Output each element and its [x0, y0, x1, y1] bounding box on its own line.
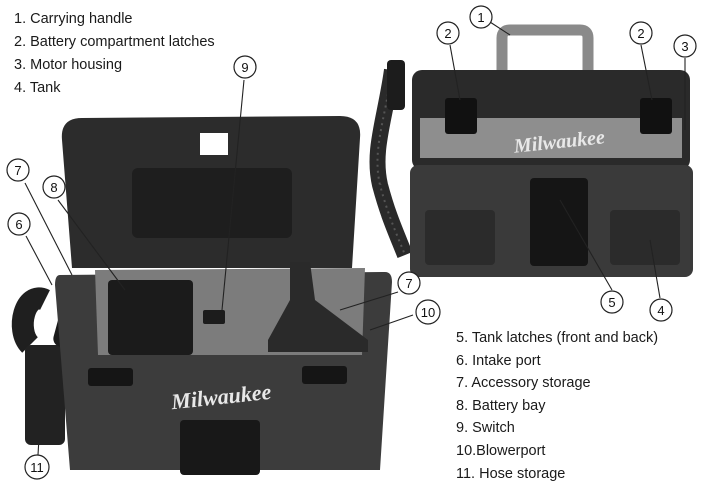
callout-9-label: 9	[241, 60, 248, 75]
tank-latch	[530, 178, 588, 266]
callout-2-right: 2	[629, 21, 653, 45]
switch	[203, 310, 225, 324]
callout-7-right-label: 7	[405, 276, 412, 291]
open-vacuum-illustration: Milwaukee	[11, 116, 392, 475]
callout-4-label: 4	[657, 303, 664, 318]
legend-item-accessory-storage: 7. Accessory storage	[456, 375, 591, 392]
legend-item-switch: 9. Switch	[456, 420, 515, 437]
legend-item-battery-latches: 2. Battery compartment latches	[14, 34, 215, 50]
callout-11-label: 11	[30, 460, 44, 475]
callout-5: 5	[600, 290, 624, 314]
legend-top: 1. Carrying handle 2. Battery compartmen…	[14, 8, 215, 100]
callout-1: 1	[469, 5, 493, 29]
callout-8-label: 8	[50, 180, 57, 195]
legend-item-battery-bay: 8. Battery bay	[456, 397, 546, 414]
legend-item-hose-storage: 11. Hose storage	[456, 465, 566, 482]
battery-latch-right	[640, 98, 672, 134]
legend-item-motor-housing: 3. Motor housing	[14, 57, 123, 73]
callout-10: 10	[415, 299, 441, 325]
accessory-nozzle	[268, 262, 368, 352]
callout-4: 4	[649, 298, 673, 322]
callout-7-left: 7	[6, 158, 30, 182]
callout-5-label: 5	[608, 295, 615, 310]
callout-2-right-label: 2	[637, 26, 644, 41]
closed-vacuum-illustration: Milwaukee	[369, 24, 693, 277]
legend-bottom: 5. Tank latches (front and back) 6. Inta…	[456, 327, 658, 485]
callout-11: 11	[24, 454, 50, 480]
legend-item-intake-port: 6. Intake port	[456, 352, 541, 369]
callout-10-label: 10	[421, 305, 435, 320]
legend-item-tank-latches: 5. Tank latches (front and back)	[456, 330, 659, 346]
callout-1-label: 1	[477, 10, 484, 25]
battery-bay	[108, 280, 193, 355]
callout-2-left-label: 2	[444, 26, 451, 41]
legend-item-blower-port: 10.Blowerport	[456, 442, 546, 459]
callout-6-label: 6	[15, 217, 22, 232]
callout-8: 8	[42, 175, 66, 199]
callout-3: 3	[673, 34, 697, 58]
callout-2-left: 2	[436, 21, 460, 45]
callout-7-left-label: 7	[14, 163, 21, 178]
callout-7-right: 7	[397, 271, 421, 295]
callout-6: 6	[7, 212, 31, 236]
leader-lines	[24, 21, 686, 456]
legend-item-carrying-handle: 1. Carrying handle	[14, 11, 133, 27]
callout-3-label: 3	[681, 39, 688, 54]
legend-item-tank: 4. Tank	[14, 80, 61, 96]
carrying-handle	[496, 24, 594, 78]
battery-latch-left	[445, 98, 477, 134]
callout-9: 9	[233, 55, 257, 79]
